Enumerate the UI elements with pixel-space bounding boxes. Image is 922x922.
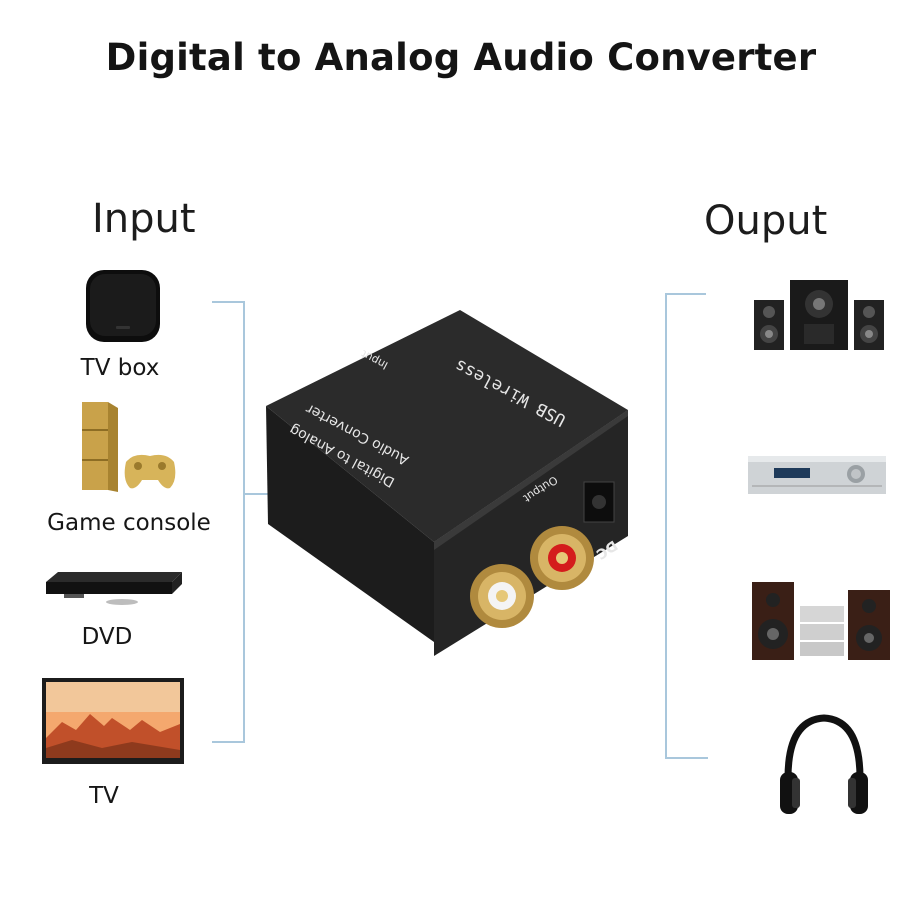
input-label-game-console: Game console bbox=[47, 510, 211, 536]
output-heading: Ouput bbox=[704, 198, 828, 244]
headphones-icon bbox=[780, 714, 868, 814]
tv-box-icon bbox=[86, 270, 160, 342]
dvd-player-icon bbox=[46, 572, 182, 605]
input-label-tv: TV bbox=[89, 783, 119, 809]
tv-icon bbox=[42, 678, 184, 764]
av-receiver-icon bbox=[748, 456, 886, 494]
input-label-tv-box: TV box bbox=[80, 355, 160, 381]
page-title: Digital to Analog Audio Converter bbox=[105, 36, 817, 79]
converter-device bbox=[266, 310, 628, 656]
hifi-stereo-icon bbox=[752, 582, 890, 660]
game-console-icon bbox=[82, 402, 176, 492]
input-label-dvd: DVD bbox=[81, 624, 133, 650]
input-heading: Input bbox=[92, 196, 196, 242]
speaker-system-icon bbox=[754, 280, 884, 350]
